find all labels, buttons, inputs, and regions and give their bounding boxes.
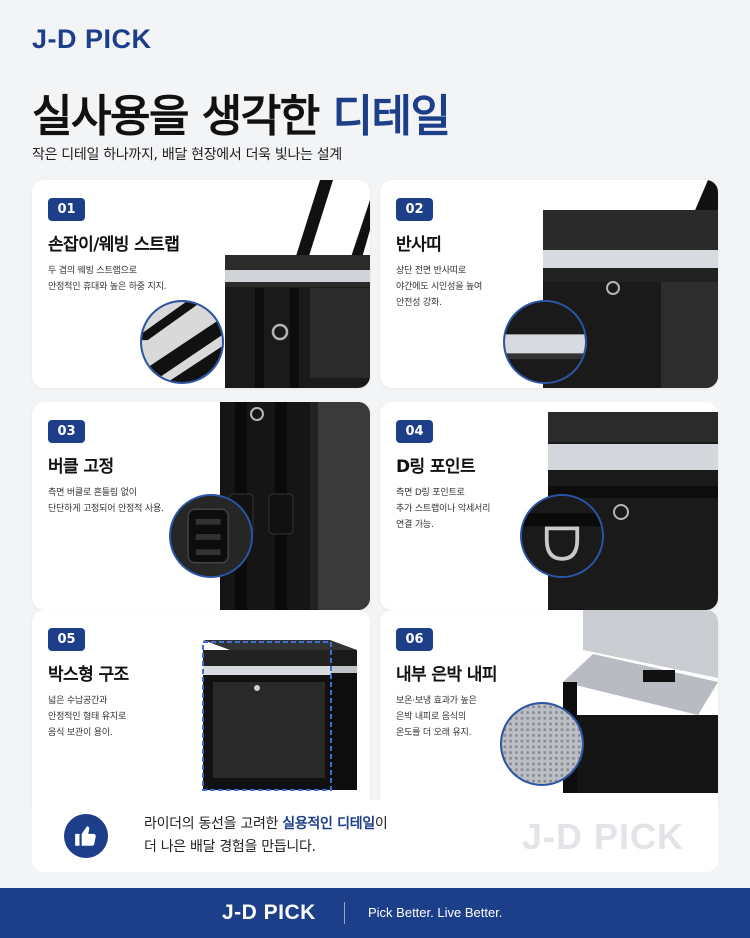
detail-card-foil-lining: 06 내부 은박 내피 보온·보냉 효과가 높은 은박 내피로 음식의 온도를 … [380,610,718,818]
foil-lining-image [543,610,718,818]
footer-logo: J-D PICK [222,901,316,924]
detail-description: 측면 버클로 흔들림 없이 단단하게 고정되어 안정적 사용. [48,488,164,514]
detail-title: 버클 고정 [48,457,114,477]
detail-card-d-ring: 04 D링 포인트 측면 D링 포인트로 추가 스트랩이나 악세서리 연결 가능… [380,402,718,610]
detail-description: 두 겹의 웨빙 스트랩으로 안정적인 휴대와 높은 하중 지지. [48,266,167,292]
footer-divider [344,902,345,924]
footer-slogan: Pick Better. Live Better. [368,905,503,920]
foil-closeup-image [500,702,584,786]
detail-number-badge: 05 [48,628,85,651]
webbing-strap-image [195,180,370,388]
detail-number-badge: 01 [48,198,85,221]
detail-description: 측면 D링 포인트로 추가 스트랩이나 악세서리 연결 가능. [396,488,491,530]
detail-card-reflective-band: 02 반사띠 상단 전면 반사띠로 야간에도 시인성을 높여 안전성 강화. [380,180,718,388]
reflective-band-image [543,180,718,388]
page-title-main: 실사용을 생각한 [32,91,333,142]
detail-card-box-structure: 05 박스형 구조 넓은 수납공간과 안정적인 형태 유지로 음식 보관이 용이… [32,610,370,818]
detail-card-handle-strap: 01 손잡이/웨빙 스트랩 두 겹의 웨빙 스트랩으로 안정적인 휴대와 높은 … [32,180,370,388]
summary-banner: 라이더의 동선을 고려한 실용적인 디테일이 더 나은 배달 경험을 만듭니다.… [32,800,718,872]
detail-title: 손잡이/웨빙 스트랩 [48,235,180,255]
buckle-closeup-image [169,494,253,578]
detail-card-buckle: 03 버클 고정 측면 버클로 흔들림 없이 단단하게 고정되어 안정적 사용. [32,402,370,610]
detail-number-badge: 06 [396,628,433,651]
summary-line-2: 더 나은 배달 경험을 만듭니다. [144,839,316,855]
brand-watermark: J-D PICK [521,816,684,857]
detail-description: 보온·보냉 효과가 높은 은박 내피로 음식의 온도를 더 오래 유지. [396,696,477,738]
summary-text: 라이더의 동선을 고려한 실용적인 디테일이 더 나은 배달 경험을 만듭니다. [144,813,388,859]
footer: J-D PICK Pick Better. Live Better. [0,888,750,938]
page-title: 실사용을 생각한 디테일 [32,80,451,144]
box-structure-image [195,610,370,818]
page-subtitle: 작은 디테일 하나까지, 배달 현장에서 더욱 빛나는 설계 [32,147,342,163]
reflective-closeup-image [503,300,587,384]
detail-title: D링 포인트 [396,457,476,477]
strap-closeup-image [140,300,224,384]
summary-line-1: 라이더의 동선을 고려한 실용적인 디테일이 [144,816,388,832]
detail-title: 박스형 구조 [48,665,129,685]
detail-title: 반사띠 [396,235,442,255]
page-title-accent: 디테일 [332,91,451,142]
detail-number-badge: 03 [48,420,85,443]
detail-description: 상단 전면 반사띠로 야간에도 시인성을 높여 안전성 강화. [396,266,483,308]
brand-logo: J-D PICK [32,24,152,54]
detail-title: 내부 은박 내피 [396,665,497,685]
detail-number-badge: 04 [396,420,433,443]
thumbs-up-icon [64,814,108,858]
buckle-image [195,402,370,610]
detail-description: 넓은 수납공간과 안정적인 형태 유지로 음식 보관이 용이. [48,696,127,738]
d-ring-closeup-image [520,494,604,578]
detail-number-badge: 02 [396,198,433,221]
